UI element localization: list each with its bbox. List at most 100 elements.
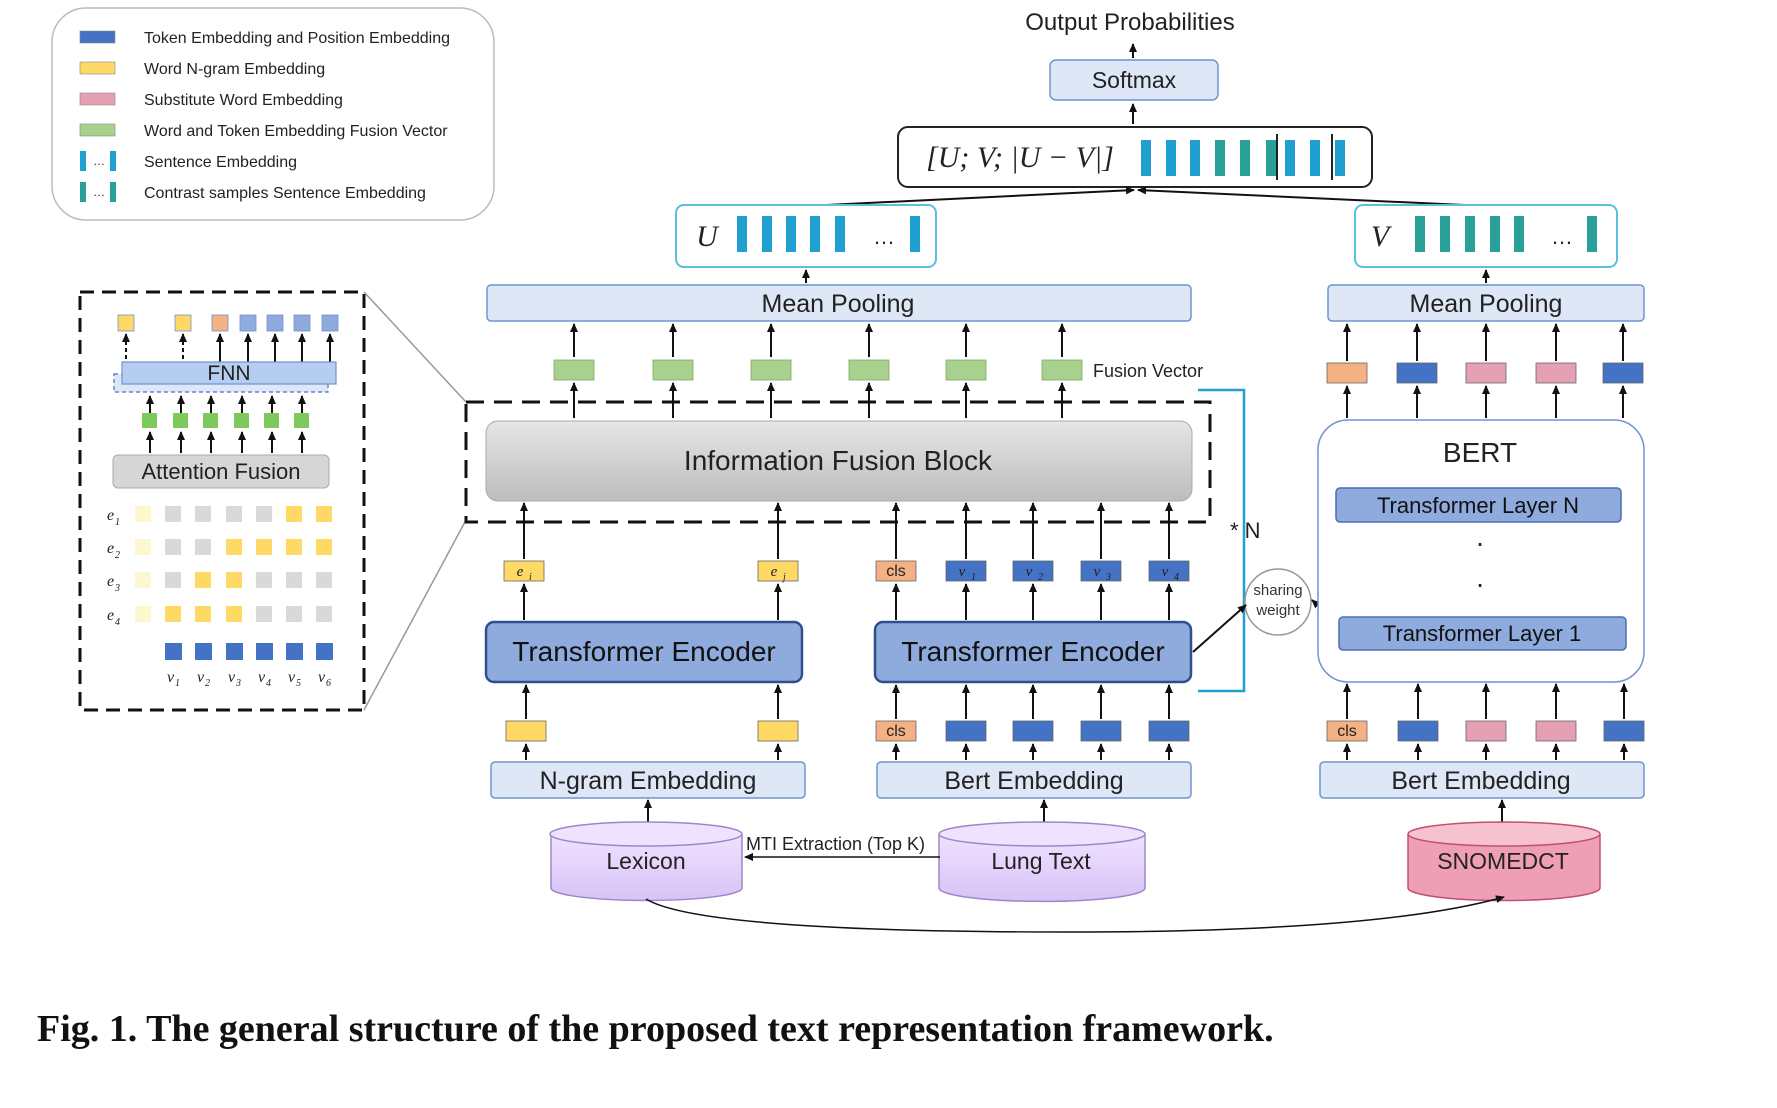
databases: Lexicon Lung Text SNOMEDCT MTI Extractio… [549,821,1601,933]
token-square [875,560,917,582]
token-square [1465,362,1507,384]
token-square [1148,720,1190,742]
lung-text-label: Lung Text [991,848,1091,874]
inset-matrix-cell [195,606,211,622]
legend-bar [80,151,86,171]
inset-token-square [165,643,182,660]
inset-fusion-square [264,413,279,428]
legend-dots: … [93,154,105,168]
inset-matrix-cell [316,506,332,522]
inset-col-label: v [167,669,175,686]
lexicon-label: Lexicon [606,848,685,874]
fusion-vector-square [652,359,694,381]
concat-bar [1215,140,1225,176]
weight-label: weight [1255,602,1300,619]
fusion-vector-square [750,359,792,381]
fusion-vector-label: Fusion Vector [1093,361,1203,381]
layer-dot-2: · [1475,568,1484,599]
inset-matrix-cell [165,606,181,622]
inset-matrix-cell [135,606,151,622]
v-label: V [1371,220,1393,253]
inset-token-square [226,643,243,660]
left-branch: Mean Pooling Fusion Vector Information F… [464,284,1346,822]
transformer-layer-n-label: Transformer Layer N [1377,493,1579,518]
layer-dot-1: · [1475,527,1484,558]
v-ellipsis: … [1551,224,1573,249]
token-label: v [1162,564,1169,580]
inset-matrix-cell [256,539,272,555]
token-square [757,560,799,582]
transformer-encoder-bert [873,620,1193,684]
fusion-vector-square [553,359,595,381]
inset-output-square [211,314,229,332]
token-sub: 1 [971,572,976,583]
legend-label: Word N-gram Embedding [144,61,325,78]
inset-output-square [117,314,135,332]
token-sub: i [529,572,532,583]
attention-fusion-label: Attention Fusion [142,459,301,484]
lexicon-db [550,834,743,902]
inset-fusion-square [173,413,188,428]
inset-matrix-cell [195,572,211,588]
inset-token-square [195,643,212,660]
legend-label: Word and Token Embedding Fusion Vector [144,123,448,140]
concat-bar [1335,140,1345,176]
lung-text-db [938,834,1146,903]
transformer-layer-n [1335,487,1622,523]
bert-embedding-right-label: Bert Embedding [1391,767,1570,795]
legend-label: Token Embedding and Position Embedding [144,30,450,47]
legend: Token Embedding and Position EmbeddingWo… [51,7,495,221]
inset-matrix-cell [316,572,332,588]
legend-label: Substitute Word Embedding [144,92,343,109]
inset-token-square [256,643,273,660]
token-square [1397,720,1439,742]
legend-bar [80,182,86,202]
token-label: cls [886,563,906,580]
token-square [1465,720,1507,742]
transformer-encoder-ngram-label: Transformer Encoder [512,636,776,667]
inset-col-label: v [288,669,296,686]
mean-pooling-left-label: Mean Pooling [762,290,915,318]
concat-bar [1166,140,1176,176]
repeat-label: * N [1230,518,1261,543]
inset-matrix-cell [316,606,332,622]
inset-matrix-cell [256,506,272,522]
token-label: cls [886,723,906,740]
information-fusion-label: Information Fusion Block [684,445,993,476]
fusion-vector-square [1041,359,1083,381]
bert-embedding-left-box [876,761,1192,799]
token-square [1326,720,1368,742]
v-embedding-box [1354,204,1618,268]
legend-label: Contrast samples Sentence Embedding [144,185,426,202]
token-label: v [959,564,966,580]
token-sub: 2 [1038,572,1043,583]
mean-pooling-right [1327,284,1645,322]
inset-matrix-cell [226,606,242,622]
token-square [1326,362,1368,384]
inset-fusion-square [234,413,249,428]
inset-matrix-cell [286,506,302,522]
u-bar [835,216,845,252]
inset-matrix-cell [316,539,332,555]
legend-swatch [79,30,116,44]
inset-fusion-square [142,413,157,428]
inset-row-label: e [107,507,114,524]
legend-label: Sentence Embedding [144,154,297,171]
v-bar [1465,216,1475,252]
inset-matrix-cell [165,572,181,588]
figure-caption: Fig. 1. The general structure of the pro… [37,1008,1274,1050]
v-bar [1440,216,1450,252]
token-label: e [771,564,778,580]
inset-col-label: v [197,669,205,686]
inset-col-sub: 4 [266,678,271,689]
inset-matrix-cell [135,506,151,522]
token-label: v [1026,564,1033,580]
inset-col-sub: 1 [175,678,180,689]
fnn-box [121,361,337,385]
sharing-label: sharing [1253,582,1302,599]
inset-matrix-cell [195,539,211,555]
transformer-encoder-bert-label: Transformer Encoder [901,636,1165,667]
attention-fusion-box [112,454,330,489]
token-label: cls [1337,723,1357,740]
